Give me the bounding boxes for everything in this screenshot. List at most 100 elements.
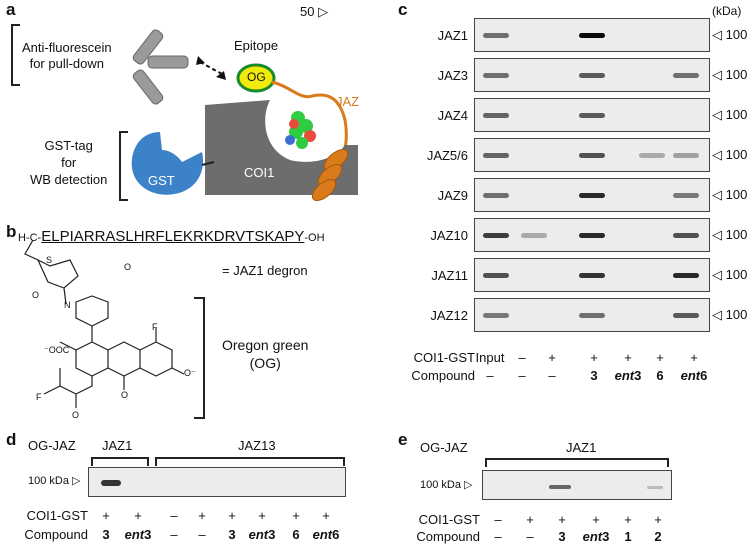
blot-label-jaz3: JAZ3 bbox=[437, 68, 468, 83]
marker-100: ◁ 100 bbox=[712, 147, 748, 162]
compound-cell: 6 bbox=[292, 527, 300, 542]
coi1-cell: + bbox=[292, 508, 300, 523]
antibody-label-text: Anti-fluorescein for pull-down bbox=[22, 40, 112, 71]
blot-label-jaz5-6: JAZ5/6 bbox=[426, 148, 468, 163]
coi1-cell: + bbox=[654, 512, 662, 527]
compound-cell: ent6 bbox=[312, 527, 340, 542]
o-minus-label: O⁻ bbox=[184, 368, 196, 378]
epitope-label: Epitope bbox=[234, 38, 279, 53]
compound-cell: – bbox=[170, 527, 178, 542]
coi1-cell: + bbox=[656, 350, 664, 365]
compound-label-d: Compound bbox=[24, 527, 88, 542]
og-label: OG bbox=[247, 70, 266, 84]
band bbox=[673, 153, 699, 158]
compound-cell: – bbox=[548, 368, 556, 383]
band bbox=[639, 153, 665, 158]
band bbox=[483, 233, 509, 238]
group-jaz1-label-e: JAZ1 bbox=[566, 440, 597, 455]
band bbox=[483, 193, 509, 198]
compound-cell: ent6 bbox=[680, 368, 708, 383]
coi1-cell: + bbox=[548, 350, 556, 365]
blot-label-jaz9: JAZ9 bbox=[437, 188, 468, 203]
panel-d-brackets bbox=[91, 457, 345, 466]
panel-d-letter: d bbox=[6, 430, 17, 449]
blot-label-jaz4: JAZ4 bbox=[437, 108, 468, 123]
coi1-cell: Input bbox=[475, 350, 505, 365]
peptide-sequence: H-C-ELPIARRASLHRFLEKRKDRVTSKAPY-OH bbox=[18, 228, 325, 245]
band bbox=[673, 233, 699, 238]
blot-label-jaz11: JAZ11 bbox=[431, 268, 468, 283]
coi1-cell: + bbox=[228, 508, 236, 523]
blot-row bbox=[474, 258, 710, 292]
coi1-shape bbox=[205, 100, 358, 195]
blot-d bbox=[88, 467, 346, 497]
blot-row bbox=[474, 298, 710, 332]
o-succ2-label: O bbox=[32, 290, 40, 300]
coi1-cell: + bbox=[558, 512, 566, 527]
coi1-cell: + bbox=[690, 350, 698, 365]
panel-e-bracket bbox=[485, 458, 669, 467]
coi1-cell: + bbox=[102, 508, 110, 523]
marker-100: ◁ 100 bbox=[712, 227, 748, 242]
o-succ1-label: O bbox=[124, 262, 132, 272]
antibody-icon bbox=[132, 29, 189, 105]
compound-cell: 1 bbox=[624, 529, 632, 544]
band bbox=[673, 193, 699, 198]
coi1-cell: – bbox=[170, 508, 178, 523]
band bbox=[673, 313, 699, 318]
marker-100: ◁ 100 bbox=[712, 187, 748, 202]
og-jaz-label-d: OG-JAZ bbox=[28, 438, 76, 453]
band bbox=[579, 73, 605, 78]
band-d-jaz1 bbox=[101, 480, 121, 486]
og-jaz-label-e: OG-JAZ bbox=[420, 440, 468, 455]
compound-cell: 3 bbox=[228, 527, 236, 542]
panel-e-letter: e bbox=[398, 430, 408, 449]
blot-row bbox=[474, 138, 710, 172]
panel-a-diagram bbox=[11, 24, 358, 201]
coi1-cell: + bbox=[590, 350, 598, 365]
compound-label-c: Compound bbox=[411, 368, 475, 383]
coi1-cell: + bbox=[322, 508, 330, 523]
group-jaz13-label-d: JAZ13 bbox=[238, 438, 276, 453]
band bbox=[579, 313, 605, 318]
sequence-prefix: H-C- bbox=[18, 232, 42, 244]
coi1-cell: – bbox=[518, 350, 526, 365]
blot-label-jaz12: JAZ12 bbox=[430, 308, 468, 323]
coi1-cell: + bbox=[624, 512, 632, 527]
compound-cell: ent3 bbox=[124, 527, 152, 542]
kda-label: (kDa) bbox=[712, 4, 742, 18]
blot-label-jaz1: JAZ1 bbox=[437, 28, 468, 43]
blot-row bbox=[474, 218, 710, 252]
f-top-label: F bbox=[152, 322, 158, 332]
degron-label: = JAZ1 degron bbox=[222, 263, 308, 278]
ligand-molecule bbox=[285, 111, 316, 149]
compound-cell: ent3 bbox=[614, 368, 642, 383]
coi1-cell: + bbox=[592, 512, 600, 527]
panel-b-letter: b bbox=[6, 222, 17, 241]
marker-100: ◁ 100 bbox=[712, 107, 748, 122]
antibody-label: Anti-fluorescein for pull-down bbox=[22, 40, 112, 72]
scale-label: 50 ▷ bbox=[300, 4, 329, 19]
panel-c-letter: c bbox=[398, 0, 408, 19]
compound-cell: 6 bbox=[656, 368, 664, 383]
coo-label: ⁻OOC bbox=[44, 345, 70, 355]
compound-cell: ent3 bbox=[582, 529, 610, 544]
blot-row bbox=[474, 178, 710, 212]
compound-cell: – bbox=[518, 368, 526, 383]
binding-arrow-icon bbox=[199, 61, 223, 75]
coi1-cell: + bbox=[624, 350, 632, 365]
gst-label: GST bbox=[148, 173, 175, 188]
sequence-core: ELPIARRASLHRFLEKRKDRVTSKAPY bbox=[41, 228, 305, 245]
band bbox=[579, 33, 605, 38]
group-jaz1-label-d: JAZ1 bbox=[102, 438, 133, 453]
band bbox=[579, 193, 605, 198]
band-e-3 bbox=[549, 485, 571, 489]
f-bottom-label: F bbox=[36, 392, 42, 402]
coi1-cell: + bbox=[198, 508, 206, 523]
band bbox=[579, 273, 605, 278]
n-atom-label: N bbox=[64, 300, 71, 310]
band bbox=[673, 273, 699, 278]
og-bracket bbox=[194, 297, 205, 419]
band bbox=[579, 113, 605, 118]
jaz-helix bbox=[311, 149, 349, 201]
